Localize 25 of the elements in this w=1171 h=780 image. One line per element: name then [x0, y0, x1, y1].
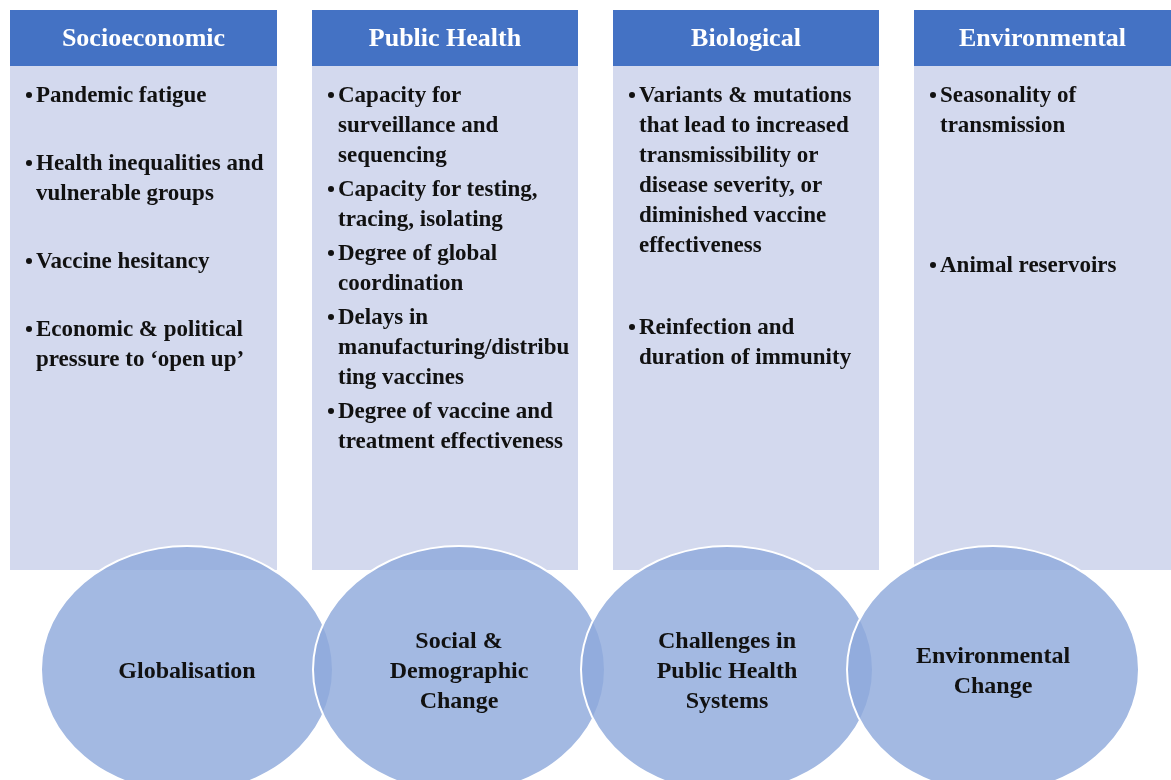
bullet-item: Variants & mutations that lead to increased transmissibility or disease severity, or diminished vaccine effectiveness — [639, 81, 853, 259]
bullet-item: Economic & political pressure to ‘open up’ — [36, 315, 246, 373]
bullet-item: Vaccine hesitancy — [36, 247, 211, 275]
column-header: Environmental — [914, 10, 1171, 66]
bullet-item: Health inequalities and vulnerable groups — [36, 149, 265, 207]
circle-label: Globalisation — [117, 655, 257, 685]
bullet-item: Pandemic fatigue — [36, 81, 208, 109]
bullet-item: Seasonality of transmission — [940, 81, 1078, 139]
column-panel — [613, 10, 879, 570]
circle-label: Environmental Change — [914, 640, 1072, 700]
column-panel — [914, 10, 1171, 570]
column-header: Public Health — [312, 10, 578, 66]
bullet-item: Degree of global coordination — [338, 239, 499, 297]
circle-label: Challenges in Public Health Systems — [655, 625, 799, 715]
bullet-item: Capacity for testing, tracing, isolating — [338, 175, 539, 233]
column-panel — [10, 10, 277, 570]
bullet-item: Reinfection and duration of immunity — [639, 313, 853, 371]
bullet-item: Degree of vaccine and treatment effectiveness — [338, 397, 564, 455]
column-panel — [312, 10, 578, 570]
circle-label: Social & Demographic Change — [388, 625, 530, 715]
bullet-item: Capacity for surveillance and sequencing — [338, 81, 500, 169]
bullet-item: Delays in manufacturing/distributing vaccines — [338, 303, 571, 391]
column-header: Socioeconomic — [10, 10, 277, 66]
bullet-item: Animal reservoirs — [940, 251, 1118, 279]
column-header: Biological — [613, 10, 879, 66]
